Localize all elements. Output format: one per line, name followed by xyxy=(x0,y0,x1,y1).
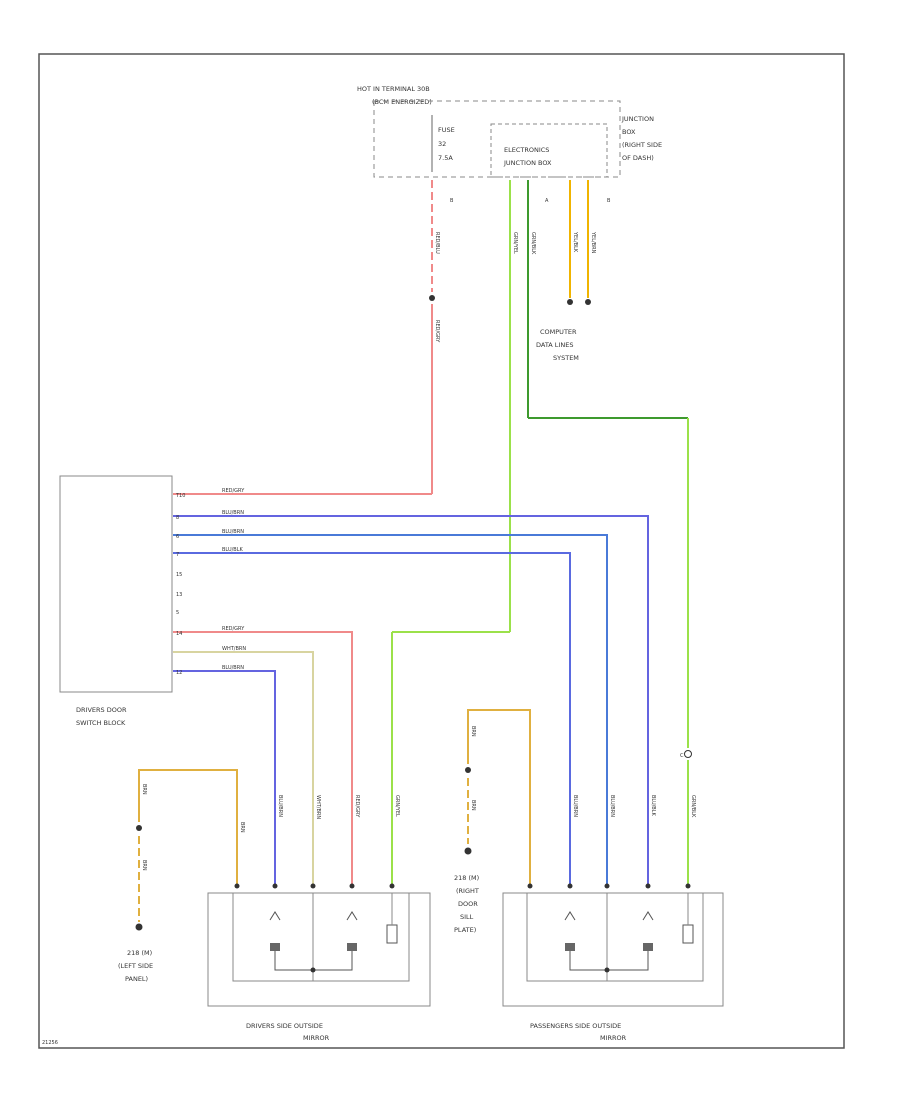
switch-wire-5: WHT/BRN xyxy=(222,646,246,652)
passenger-mirror-label-2: MIRROR xyxy=(600,1034,627,1042)
jb-label-3: (RIGHT SIDE xyxy=(622,141,662,149)
wire-yellow-can xyxy=(567,180,591,305)
jb-label-4: OF DASH) xyxy=(622,154,654,162)
wire-label-drv-m3: RED/GRY xyxy=(354,795,360,818)
jb-label-1: JUNCTION xyxy=(621,115,654,123)
wire-label-drv-m1: BLU/BRN xyxy=(277,795,283,817)
wire-label-yel-b: YEL/BRN xyxy=(590,231,596,254)
switch-block-label-1: DRIVERS DOOR xyxy=(76,706,127,714)
electronics-junction-box xyxy=(490,123,608,178)
connector-c-circle xyxy=(684,750,692,758)
computer-label-3: SYSTEM xyxy=(553,354,579,362)
switch-wire-4: RED/GRY xyxy=(222,626,245,632)
wire-label-drv-ground-upper: BRN xyxy=(141,784,147,795)
left-ground-label-1: 218 (M) xyxy=(127,949,152,957)
hot-label-2: (BCM ENERGIZED) xyxy=(372,98,432,106)
right-ground-label-1: 218 (M) xyxy=(454,874,479,882)
switch-wire-2: BLU/BRN xyxy=(222,529,244,535)
driver-mirror-label-2: MIRROR xyxy=(303,1034,330,1042)
switch-pin-0: T10 xyxy=(175,493,185,499)
switch-pin-4: 15 xyxy=(176,572,182,578)
wire-label-drv-ground-lower: BRN xyxy=(141,860,147,871)
passenger-mirror-label-1: PASSENGERS SIDE OUTSIDE xyxy=(530,1022,621,1030)
left-ground-label-3: PANEL) xyxy=(125,975,148,983)
jb-label-2: BOX xyxy=(622,128,636,136)
hot-label-1: HOT IN TERMINAL 30B xyxy=(357,85,430,93)
driver-mirror-label-1: DRIVERS SIDE OUTSIDE xyxy=(246,1022,323,1030)
right-ground-label-4: SILL xyxy=(460,913,474,921)
wire-label-pas-ground-upper: BRN xyxy=(470,726,476,737)
wire-label-pas-m1: BLU/BRN xyxy=(572,795,578,817)
wire-red-feed xyxy=(173,180,435,495)
wire-label-drv-m2: WHT/BRN xyxy=(315,795,321,819)
wire-label-grn-blk: GRN/BLK xyxy=(530,232,536,255)
left-ground-label-2: (LEFT SIDE xyxy=(118,962,153,970)
wire-blue-group xyxy=(173,515,649,884)
switch-pin-1: 8 xyxy=(176,515,179,521)
fuse-number: 32 xyxy=(438,140,446,148)
fuse-rating: 7.5A xyxy=(438,154,453,162)
right-ground-label-3: DOOR xyxy=(458,900,478,908)
wire-label-fuse-lower: RED/GRY xyxy=(434,320,440,343)
wire-driver-group xyxy=(173,631,353,884)
wire-label-grn-yel: GRN/YEL xyxy=(512,232,518,254)
wire-label-yel-a: YEL/BLK xyxy=(572,231,578,253)
wire-label-drv-ground-short: BRN xyxy=(239,822,245,833)
switch-pin-5: 13 xyxy=(176,592,182,598)
wire-label-pas-m3: BLU/BLK xyxy=(650,795,656,817)
diagram-frame xyxy=(38,53,845,1049)
ejb-label-1: ELECTRONICS xyxy=(504,146,549,154)
right-ground-label-2: (RIGHT xyxy=(456,887,479,895)
footer-code: 21256 xyxy=(42,1040,58,1046)
switch-pin-7: 14 xyxy=(176,631,182,637)
wire-green-dark xyxy=(527,180,689,884)
switch-pin-3: 7 xyxy=(176,552,179,558)
switch-block-label-2: SWITCH BLOCK xyxy=(76,719,126,727)
right-ground-label-5: PLATE) xyxy=(454,926,476,934)
wire-label-pas-m2: BLU/BRN xyxy=(609,795,615,817)
switch-wire-3: BLU/BLK xyxy=(222,547,244,553)
driver-mirror-box xyxy=(207,883,431,1007)
switch-block-box xyxy=(59,475,173,693)
wire-label-pas-ground-lower: BRN xyxy=(470,800,476,811)
wire-label-pas-heat: GRN/BLK xyxy=(690,795,696,818)
fuse-label: FUSE xyxy=(438,126,455,134)
wire-label-fuse-upper: RED/BLU xyxy=(434,232,440,254)
junction-box-outline xyxy=(373,100,621,178)
switch-pin-6: 5 xyxy=(176,610,179,616)
connector-can-b: B xyxy=(607,198,611,204)
wire-label-drv-heat: GRN/YEL xyxy=(394,795,400,817)
wire-green-light xyxy=(391,180,511,884)
marker-c: C xyxy=(680,753,684,759)
switch-wire-6: BLU/BRN xyxy=(222,665,244,671)
connector-fuse-out: B xyxy=(450,198,454,204)
ejb-label-2: JUNCTION BOX xyxy=(503,159,552,167)
connector-can-a: A xyxy=(545,198,549,204)
switch-wire-1: BLU/BRN xyxy=(222,510,244,516)
switch-wire-0: RED/GRY xyxy=(222,488,245,494)
passenger-mirror-box xyxy=(502,883,724,1007)
switch-pin-8: 12 xyxy=(176,670,182,676)
switch-pin-2: 6 xyxy=(176,534,179,540)
computer-label-2: DATA LINES xyxy=(536,341,573,349)
wire-right-ground xyxy=(464,709,531,884)
wire-left-ground xyxy=(135,769,238,931)
computer-label-1: COMPUTER xyxy=(540,328,577,336)
